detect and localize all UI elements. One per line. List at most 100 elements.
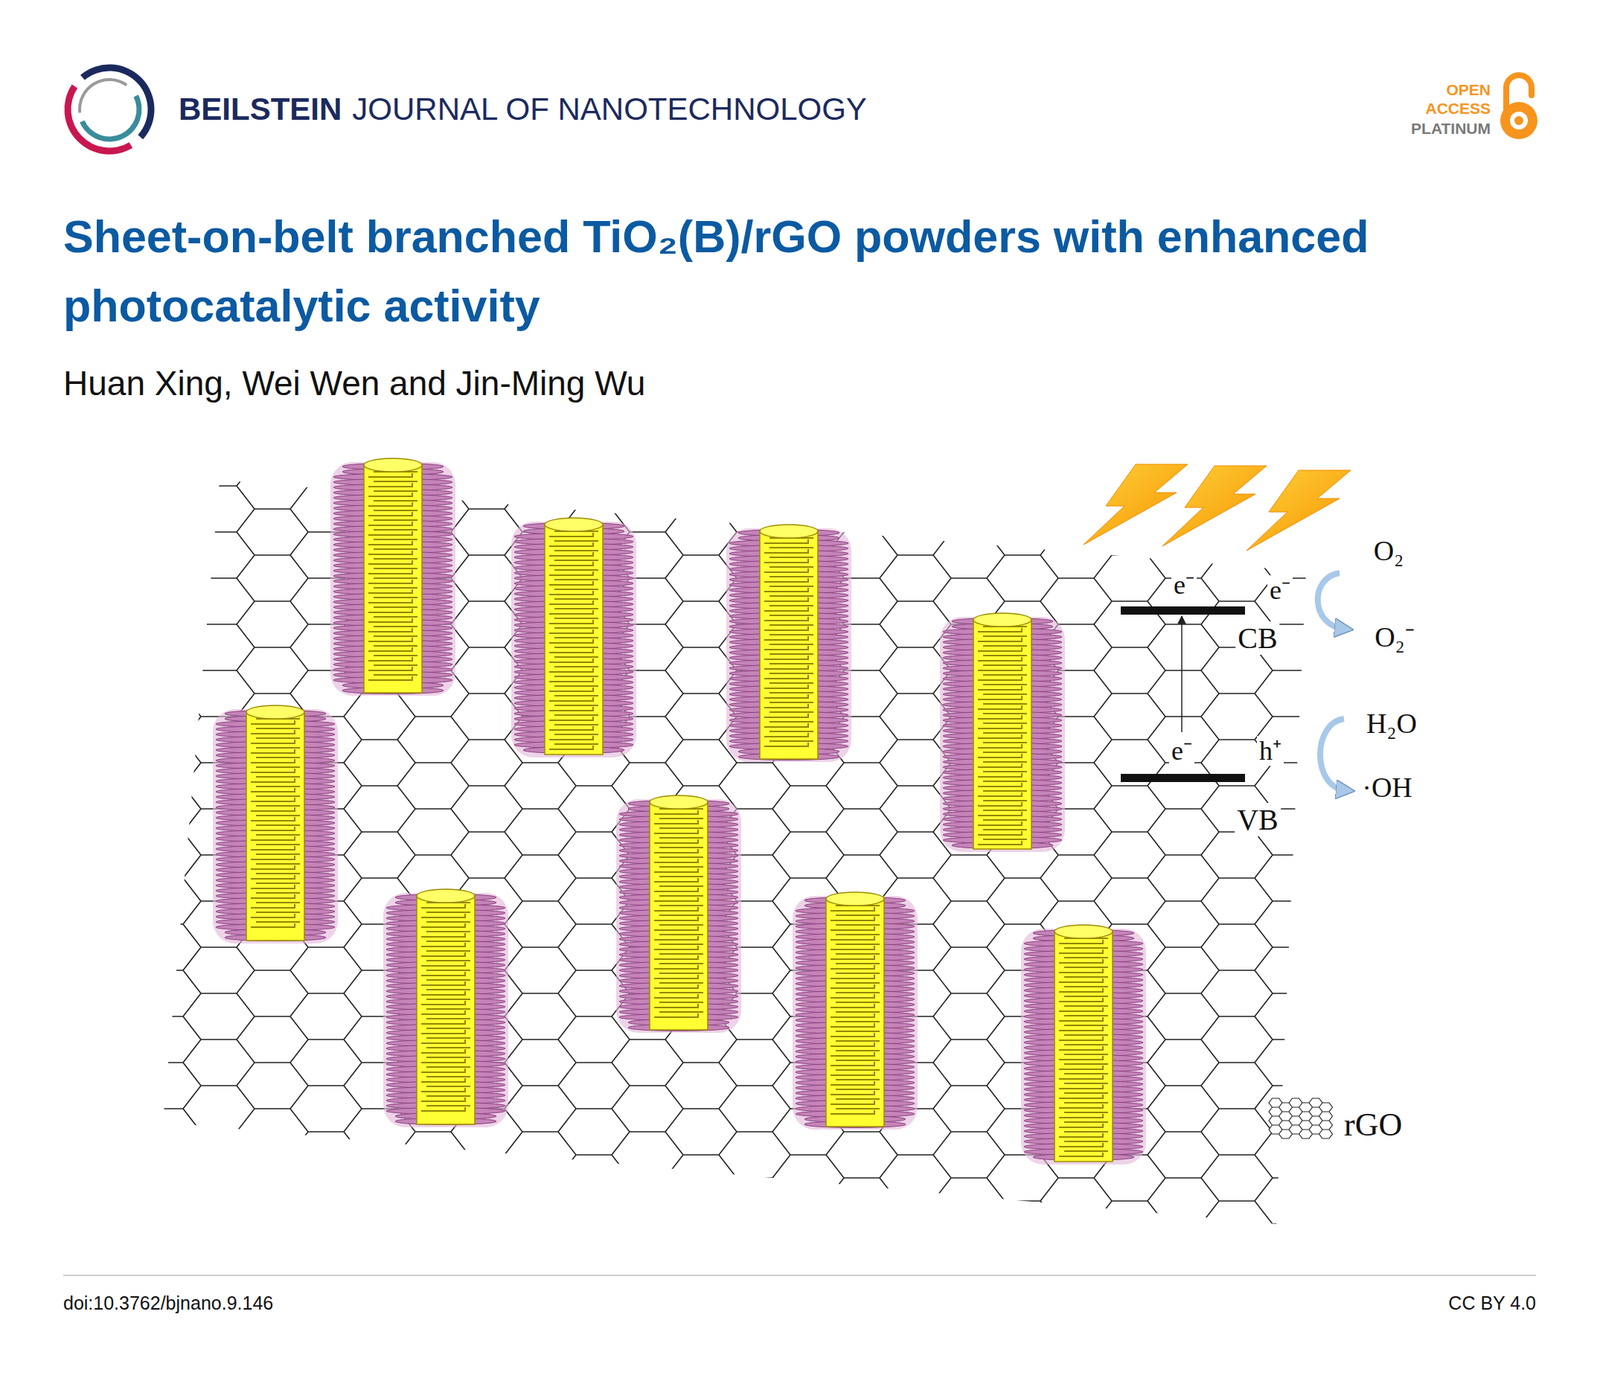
belt-stripe (250, 902, 300, 908)
belt-top (649, 795, 708, 809)
belt-stripe (977, 791, 1027, 797)
band-label: CB (1235, 621, 1280, 655)
belt-stripe (830, 992, 880, 998)
belt-stripe (764, 547, 814, 553)
belt-stripe (549, 724, 599, 731)
belt-stripe (250, 912, 300, 918)
belt-stripe (368, 587, 418, 594)
species-label: H₂O (1364, 707, 1420, 739)
belt-stripe (549, 579, 599, 585)
conduction-band (1120, 606, 1246, 615)
belt-stripe (250, 776, 300, 783)
belt-stripe (1058, 1102, 1109, 1109)
belt-stripe (654, 944, 704, 950)
belt-stripe (1058, 1073, 1109, 1080)
hole-label: h⁺ (1256, 736, 1284, 766)
belt-stripe (654, 934, 704, 940)
belt-stripe (250, 796, 300, 802)
belt-stripe (250, 786, 300, 792)
belt-stripe (764, 644, 814, 650)
journal-name: JOURNAL OF NANOTECHNOLOGY (352, 91, 867, 127)
belt-stripe (830, 1089, 880, 1095)
belt-stripe (1058, 1151, 1109, 1157)
rgo-icon (1268, 1098, 1333, 1139)
belt-stripe (368, 481, 418, 487)
label-holder: h⁺ (1256, 736, 1284, 767)
belt-stripe (830, 973, 880, 979)
hexagon-lattice (75, 393, 1380, 1294)
belt-stripe (549, 744, 599, 750)
tio2-belt (246, 712, 305, 941)
legend-sample (1268, 1098, 1333, 1139)
sheet-halo (330, 462, 456, 696)
belt-stripe (549, 541, 599, 547)
band-label: VB (1234, 802, 1281, 837)
tio2-belt (544, 524, 603, 755)
sheet-on-belt (726, 524, 852, 763)
belt-stripe (977, 723, 1027, 729)
belt-stripe (830, 1099, 880, 1105)
belt-stripe (368, 491, 418, 497)
belt-stripe (421, 1105, 471, 1112)
species-label: O₂ (1371, 535, 1407, 567)
doi: doi:10.3762/bjnano.9.146 (63, 1292, 274, 1314)
belt-stripe (830, 944, 880, 950)
label-holder: BEILSTEIN (178, 92, 342, 127)
belt-stripe (1058, 1083, 1109, 1089)
belt-stripe (764, 654, 814, 660)
footer-rule (63, 1274, 1536, 1277)
belt-stripe (368, 645, 418, 652)
belt-stripe (654, 808, 704, 815)
belt-stripe (1058, 1141, 1109, 1147)
belt-stripe (764, 605, 814, 611)
belt-stripe (830, 915, 880, 921)
belt-stripe (977, 839, 1027, 845)
sheet-halo (792, 896, 918, 1130)
logo-arc (80, 64, 155, 140)
belt-stripe (977, 655, 1027, 661)
sheet-on-belt (383, 889, 509, 1128)
tio2-belt (973, 619, 1032, 850)
belt-stripe (977, 665, 1027, 671)
belt-stripe (1058, 938, 1109, 944)
title-holder: Sheet-on-belt branched TiO₂(B)/rGO powde… (63, 202, 1552, 341)
logo-arc (64, 84, 133, 155)
belt-stripe (1058, 1093, 1109, 1099)
belt-stripe (368, 471, 418, 478)
sheet-on-belt (616, 795, 742, 1033)
belt-stripe (977, 704, 1027, 710)
belt-stripe (654, 983, 704, 989)
belt-stripe (1058, 996, 1109, 1002)
label-holder: JOURNAL OF NANOTECHNOLOGY (352, 92, 867, 127)
belt-stripe (1058, 1112, 1109, 1118)
belt-top (246, 705, 305, 719)
belt-stripe (368, 636, 418, 642)
belt-stripe (830, 1079, 880, 1086)
belt-stripe (977, 810, 1027, 816)
belt-stripe (654, 915, 704, 921)
belt-stripe (368, 549, 418, 555)
band-diagram (1120, 573, 1346, 791)
reduction-arrow (1317, 573, 1344, 629)
belt-stripe (421, 989, 471, 995)
belt-stripe (654, 857, 704, 863)
belt-stripe (830, 1108, 880, 1115)
electron-label: e⁻ (1169, 736, 1195, 766)
belt-stripe (977, 742, 1027, 748)
belt-stripe (764, 557, 814, 563)
label-holder: doi:10.3762/bjnano.9.146 (63, 1293, 274, 1315)
belt-stripe (368, 568, 418, 574)
label-holder: ACCESS (1425, 99, 1491, 117)
license: CC BY 4.0 (1448, 1292, 1536, 1314)
belt-stripe (654, 963, 704, 969)
belt-stripe (549, 715, 599, 721)
belt-stripe (764, 741, 814, 747)
badge-text: PLATINUM (1410, 119, 1491, 137)
belt-stripe (977, 674, 1027, 681)
belt-stripe (421, 1086, 471, 1092)
species-label: O₂⁻ (1372, 621, 1417, 653)
sheet-halo (511, 521, 637, 758)
belt-stripe (250, 757, 300, 763)
belt-stripe (1058, 977, 1109, 983)
